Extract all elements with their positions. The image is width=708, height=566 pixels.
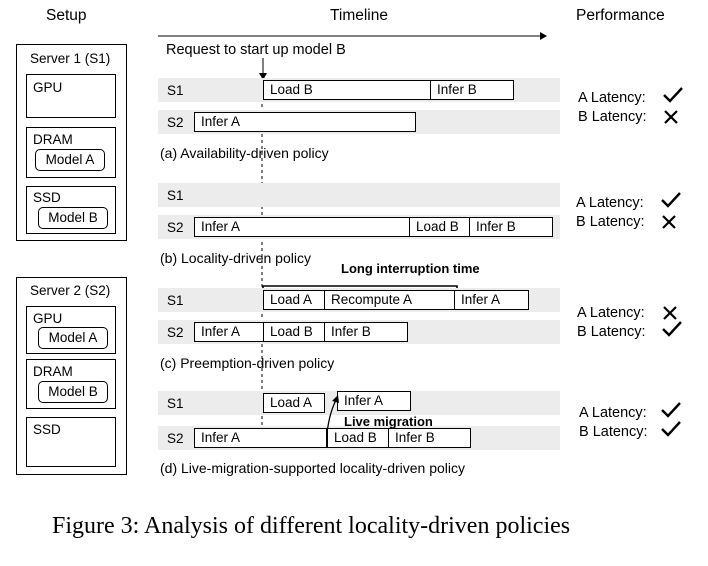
d-s2-label: S2 (167, 431, 184, 446)
d-s2-infer-a: Infer A (194, 428, 327, 448)
server2-ssd-box (26, 417, 116, 467)
d-caption: (d) Live-migration-supported locality-dr… (160, 460, 466, 476)
b-s2-infer-b: Infer B (469, 217, 553, 237)
server2-title: Server 2 (S2) (30, 283, 111, 298)
server2-gpu-label: GPU (33, 311, 63, 326)
perf-b-b-label: B Latency: (576, 214, 645, 230)
c-s2-label: S2 (167, 325, 184, 340)
b-s1-label: S1 (167, 188, 184, 203)
c-s2-infer-a: Infer A (194, 322, 264, 342)
check-icon (661, 402, 681, 418)
server2-gpu-model: Model A (38, 327, 108, 349)
server1-ssd-model: Model B (38, 207, 108, 229)
request-time-dashed-line (261, 80, 263, 452)
a-s1-infer-b: Infer B (430, 80, 514, 100)
perf-a-a-label: A Latency: (578, 90, 646, 106)
a-s1-load-b: Load B (263, 80, 431, 100)
timeline-arrow (158, 32, 547, 40)
perf-b-a-label: A Latency: (576, 195, 644, 211)
check-icon (661, 192, 681, 208)
server1-dram-label: DRAM (33, 132, 73, 147)
c-s1-infer-a: Infer A (454, 290, 529, 310)
c-s1-load-a: Load A (263, 290, 325, 310)
a-s1-label: S1 (167, 83, 184, 98)
setup-header: Setup (46, 7, 87, 24)
lane-b-s1 (158, 183, 560, 207)
d-s2-load-b: Load B (327, 428, 389, 448)
cross-icon (664, 110, 678, 124)
c-s2-load-b: Load B (263, 322, 325, 342)
b-caption: (b) Locality-driven policy (160, 250, 311, 266)
c-annotation: Long interruption time (341, 261, 480, 276)
server2-dram-label: DRAM (33, 364, 73, 379)
server1-gpu-box (26, 74, 116, 118)
server1-ssd-label: SSD (33, 190, 61, 205)
d-s1-label: S1 (167, 396, 184, 411)
performance-header: Performance (576, 7, 665, 24)
perf-a-b-label: B Latency: (578, 109, 647, 125)
cross-icon (663, 306, 677, 320)
check-icon (661, 421, 681, 437)
perf-c-a-label: A Latency: (577, 305, 645, 321)
d-s1-load-a: Load A (263, 393, 325, 413)
a-s2-label: S2 (167, 115, 184, 130)
d-s1-infer-a: Infer A (337, 391, 411, 411)
perf-c-b-label: B Latency: (577, 324, 646, 340)
server1-dram-model: Model A (35, 149, 105, 171)
server1-title: Server 1 (S1) (30, 51, 111, 66)
a-caption: (a) Availability-driven policy (160, 145, 329, 161)
cross-icon (662, 215, 676, 229)
c-s2-infer-b: Infer B (324, 322, 408, 342)
server2-dram-model: Model B (38, 381, 108, 403)
b-s2-load-b: Load B (409, 217, 470, 237)
check-icon (662, 321, 682, 337)
c-caption: (c) Preemption-driven policy (160, 355, 335, 371)
perf-d-a-label: A Latency: (579, 405, 647, 421)
d-annotation: Live migration (344, 414, 433, 429)
b-s2-infer-a: Infer A (194, 217, 410, 237)
b-s2-label: S2 (167, 220, 184, 235)
request-label: Request to start up model B (166, 42, 346, 58)
request-arrow (259, 58, 267, 80)
perf-d-b-label: B Latency: (579, 424, 648, 440)
check-icon (663, 87, 683, 103)
d-s2-infer-b: Infer B (388, 428, 471, 448)
server2-ssd-label: SSD (33, 422, 61, 437)
figure-caption: Figure 3: Analysis of different locality… (52, 513, 571, 539)
a-s2-infer-a: Infer A (194, 112, 416, 132)
server1-gpu-label: GPU (33, 80, 63, 95)
timeline-header: Timeline (330, 7, 388, 24)
c-s1-recompute-a: Recompute A (324, 290, 455, 310)
c-s1-label: S1 (167, 293, 184, 308)
